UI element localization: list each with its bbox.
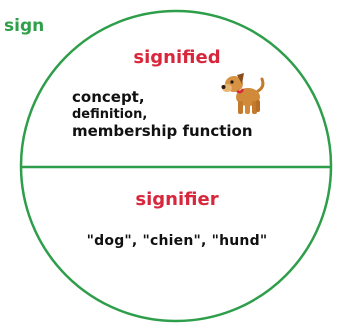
signified-label: signified [0, 47, 354, 68]
dog-icon [218, 67, 270, 119]
signifier-label: signifier [0, 189, 354, 210]
membership-function-line: membership function [72, 123, 253, 140]
sign-label: sign [4, 16, 44, 36]
signifier-words: "dog", "chien", "hund" [0, 233, 354, 249]
